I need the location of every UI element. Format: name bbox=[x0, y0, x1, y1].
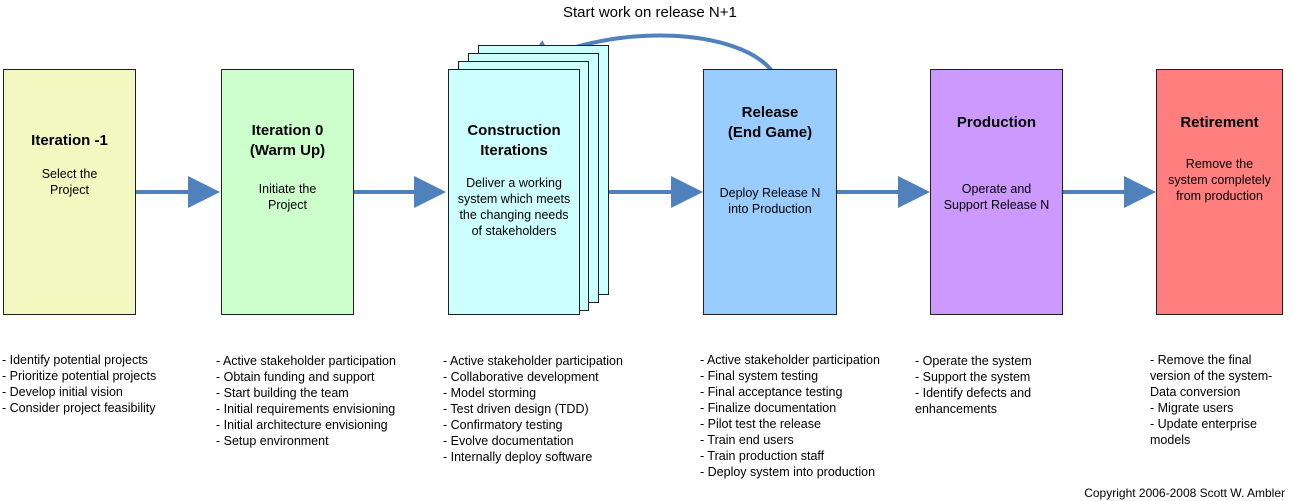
list-item: - Setup environment bbox=[216, 434, 329, 448]
activities-iteration-minus-1: - Identify potential projects - Prioriti… bbox=[2, 352, 156, 416]
phase-release: Release (End Game) Deploy Release N into… bbox=[703, 69, 837, 315]
list-item: - Migrate users bbox=[1150, 401, 1234, 415]
phase-desc: Select the Project bbox=[41, 167, 98, 197]
phase-construction-iterations: Construction Iterations Deliver a workin… bbox=[448, 69, 580, 315]
list-item: version of the system- bbox=[1150, 369, 1273, 383]
list-item: - Internally deploy software bbox=[443, 450, 593, 464]
list-item: - Prioritize potential projects bbox=[2, 369, 157, 383]
list-item: enhancements bbox=[915, 402, 998, 416]
list-item: - Develop initial vision bbox=[2, 385, 123, 399]
list-item: - Consider project feasibility bbox=[2, 401, 156, 415]
list-item: - Collaborative development bbox=[443, 370, 599, 384]
activities-release: - Active stakeholder participation - Fin… bbox=[700, 352, 880, 480]
list-item: - Evolve documentation bbox=[443, 434, 574, 448]
phase-retirement: Retirement Remove the system completely … bbox=[1156, 69, 1283, 315]
phase-desc: Operate and Support Release N bbox=[943, 182, 1050, 212]
copyright-notice: Copyright 2006-2008 Scott W. Ambler bbox=[1084, 486, 1285, 500]
activities-construction: - Active stakeholder participation - Col… bbox=[443, 353, 623, 465]
list-item: - Model storming bbox=[443, 386, 537, 400]
list-item: - Identify defects and bbox=[915, 386, 1032, 400]
list-item: - Pilot test the release bbox=[700, 417, 821, 431]
list-item: - Obtain funding and support bbox=[216, 370, 375, 384]
list-item: - Initial requirements envisioning bbox=[216, 402, 396, 416]
list-item: - Train production staff bbox=[700, 449, 825, 463]
phase-desc: Remove the system completely from produc… bbox=[1168, 157, 1271, 203]
phase-title: Iteration -1 bbox=[31, 132, 108, 149]
list-item: - Operate the system bbox=[915, 354, 1032, 368]
phase-desc: Deliver a working system which meets the… bbox=[457, 176, 571, 238]
list-item: - Support the system bbox=[915, 370, 1031, 384]
list-item: - Identify potential projects bbox=[2, 353, 148, 367]
list-item: - Update enterprise bbox=[1150, 417, 1258, 431]
list-item: models bbox=[1150, 433, 1191, 447]
activities-retirement: - Remove the final version of the system… bbox=[1150, 352, 1272, 448]
loop-label: Start work on release N+1 bbox=[563, 4, 737, 21]
activities-iteration-0: - Active stakeholder participation - Obt… bbox=[216, 353, 396, 449]
list-item: - Start building the team bbox=[216, 386, 349, 400]
phase-title: Construction Iterations bbox=[467, 122, 561, 159]
list-item: - Test driven design (TDD) bbox=[443, 402, 589, 416]
phase-iteration-0: Iteration 0 (Warm Up) Initiate the Proje… bbox=[221, 69, 354, 315]
list-item: - Finalize documentation bbox=[700, 401, 837, 415]
list-item: - Remove the final bbox=[1150, 353, 1252, 367]
phase-desc: Deploy Release N into Production bbox=[719, 186, 821, 216]
activities-production: - Operate the system - Support the syste… bbox=[915, 353, 1032, 417]
list-item: - Confirmatory testing bbox=[443, 418, 563, 432]
list-item: - Active stakeholder participation bbox=[700, 353, 880, 367]
list-item: - Active stakeholder participation bbox=[443, 354, 623, 368]
phase-iteration-minus-1: Iteration -1 Select the Project bbox=[3, 69, 136, 315]
list-item: - Final acceptance testing bbox=[700, 385, 843, 399]
phase-production: Production Operate and Support Release N bbox=[930, 69, 1063, 315]
list-item: Data conversion bbox=[1150, 385, 1241, 399]
phase-desc: Initiate the Project bbox=[258, 182, 317, 212]
list-item: - Final system testing bbox=[700, 369, 819, 383]
phase-title: Iteration 0 (Warm Up) bbox=[249, 122, 326, 159]
list-item: - Active stakeholder participation bbox=[216, 354, 396, 368]
list-item: - Initial architecture envisioning bbox=[216, 418, 388, 432]
phase-title: Release (End Game) bbox=[727, 104, 813, 141]
list-item: - Deploy system into production bbox=[700, 465, 876, 479]
phase-title: Production bbox=[956, 114, 1037, 131]
list-item: - Train end users bbox=[700, 433, 794, 447]
phase-title: Retirement bbox=[1180, 114, 1259, 131]
